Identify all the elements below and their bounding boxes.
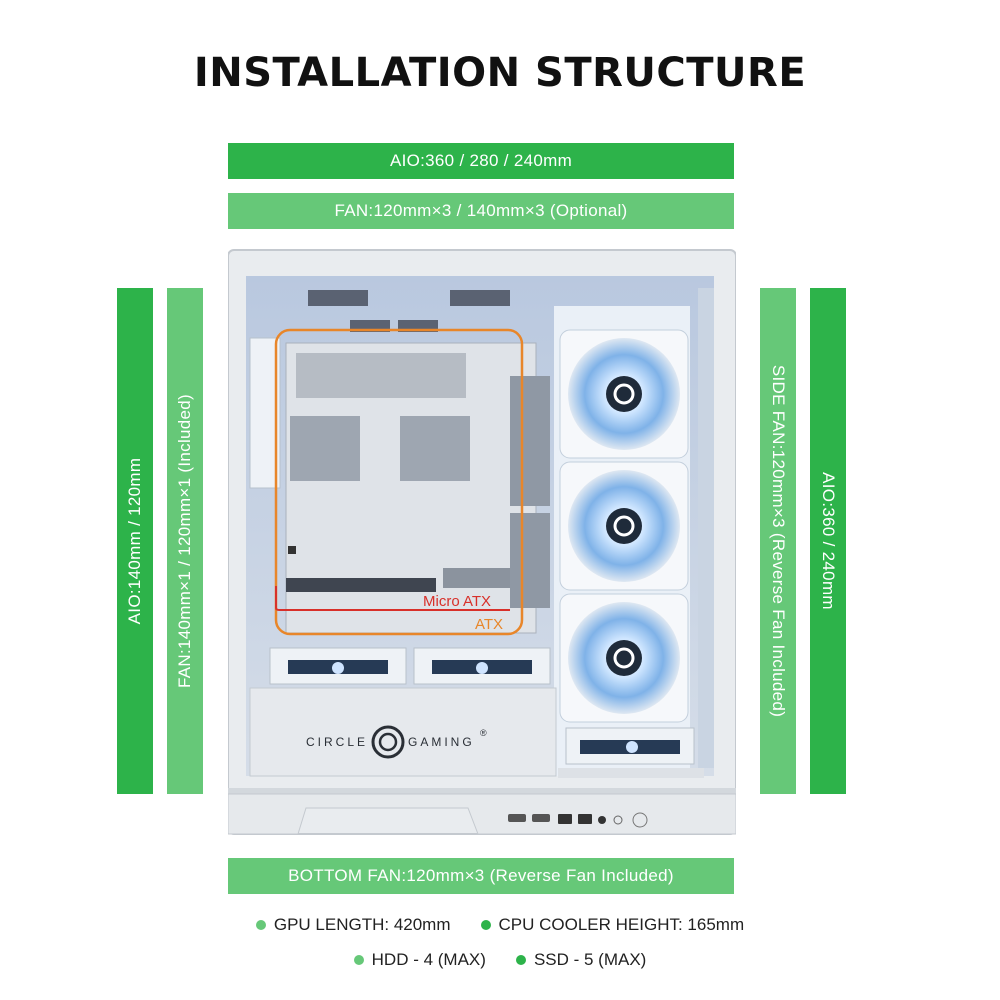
atx-label: ATX: [475, 616, 504, 633]
pc-case-illustration: Micro ATX ATX CIRCLE GAMING ®: [227, 248, 737, 836]
top-fan-bar: FAN:120mm×3 / 140mm×3 (Optional): [228, 193, 734, 229]
bottom-fan-bar: BOTTOM FAN:120mm×3 (Reverse Fan Included…: [228, 858, 734, 894]
right-side-fan-bar: SIDE FAN:120mm×3 (Reverse Fan Included): [760, 288, 796, 794]
brand-text-left: CIRCLE: [306, 735, 369, 749]
bullet-icon: [255, 920, 266, 930]
right-side-fan-label: SIDE FAN:120mm×3 (Reverse Fan Included): [769, 364, 788, 718]
spec-hdd-text: HDD - 4 (MAX): [371, 950, 486, 969]
spec-ssd: SSD - 5 (MAX): [515, 950, 647, 970]
left-aio-label: AIO:140mm / 120mm: [125, 457, 144, 625]
left-aio-bar: AIO:140mm / 120mm: [117, 288, 153, 794]
spec-row-2: HDD - 4 (MAX) SSD - 5 (MAX): [0, 950, 1000, 970]
left-fan-bar: FAN:140mm×1 / 120mm×1 (Included): [167, 288, 203, 794]
bullet-icon: [353, 955, 364, 965]
bullet-icon: [480, 920, 491, 930]
spec-ssd-text: SSD - 5 (MAX): [533, 950, 647, 969]
top-aio-bar: AIO:360 / 280 / 240mm: [228, 143, 734, 179]
micro-atx-label: Micro ATX: [423, 593, 492, 610]
spec-hdd: HDD - 4 (MAX): [353, 950, 486, 970]
spec-cpu: CPU COOLER HEIGHT: 165mm: [480, 915, 745, 935]
top-fan-label: FAN:120mm×3 / 140mm×3 (Optional): [334, 201, 628, 220]
brand-registered-mark: ®: [480, 728, 487, 738]
top-aio-label: AIO:360 / 280 / 240mm: [389, 151, 573, 170]
brand-text-right: GAMING: [408, 735, 475, 749]
right-aio-bar: AIO:360 / 240mm: [810, 288, 846, 794]
left-fan-label: FAN:140mm×1 / 120mm×1 (Included): [175, 393, 194, 689]
right-aio-label: AIO:360 / 240mm: [819, 472, 838, 610]
page-title: INSTALLATION STRUCTURE: [193, 50, 807, 96]
spec-gpu: GPU LENGTH: 420mm: [255, 915, 451, 935]
spec-gpu-text: GPU LENGTH: 420mm: [273, 915, 451, 934]
spec-row-1: GPU LENGTH: 420mm CPU COOLER HEIGHT: 165…: [0, 915, 1000, 935]
bullet-icon: [515, 955, 526, 965]
bottom-fan-label: BOTTOM FAN:120mm×3 (Reverse Fan Included…: [288, 866, 674, 885]
spec-cpu-text: CPU COOLER HEIGHT: 165mm: [498, 915, 745, 934]
